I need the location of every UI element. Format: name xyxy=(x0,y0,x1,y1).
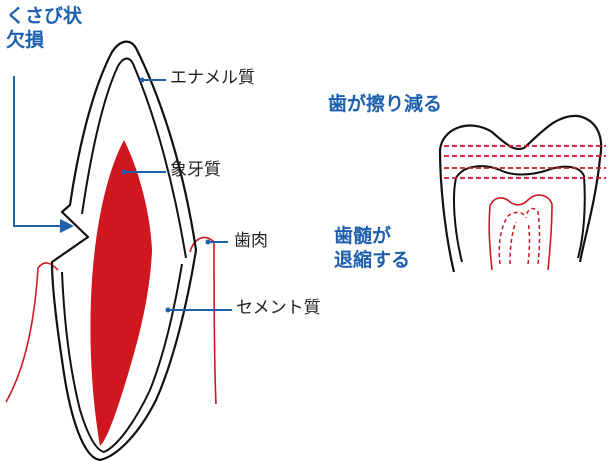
enamel-leader-dot xyxy=(140,78,145,83)
cementum-leader-dot xyxy=(166,308,171,313)
wedge-defect-title-line1: くさび状 xyxy=(6,4,82,28)
molar-pulp-receded-left xyxy=(499,212,526,264)
molar-inner-contour xyxy=(454,166,585,262)
tooth-cross-section xyxy=(6,42,232,460)
molar-pulp-receded-mid xyxy=(510,222,516,264)
molar-pulp-receded-right xyxy=(526,209,540,264)
pulp xyxy=(90,140,152,446)
enamel-label: エナメル質 xyxy=(170,68,255,88)
wedge-defect-arrow xyxy=(14,76,62,226)
molar-outer-contour xyxy=(440,116,601,272)
wedge-defect-title: くさび状 欠損 xyxy=(6,4,82,52)
pulp-recession-title-line2: 退縮する xyxy=(334,248,410,272)
wear-title: 歯が擦り減る xyxy=(328,92,442,116)
molar-pulp-outline xyxy=(489,195,552,270)
gingiva-leader-dot xyxy=(206,240,211,245)
wedge-defect-title-line2: 欠損 xyxy=(6,28,82,52)
cementum-label: セメント質 xyxy=(236,298,321,318)
molar-pulp-receded-right2 xyxy=(528,222,530,264)
gingiva-left xyxy=(6,263,58,402)
dentin-label: 象牙質 xyxy=(170,160,221,180)
worn-molar xyxy=(440,116,606,272)
pulp-recession-title-line1: 歯髄が xyxy=(334,224,410,248)
pulp-recession-title: 歯髄が 退縮する xyxy=(334,224,410,272)
dentin-leader-dot xyxy=(122,170,127,175)
gingiva-label: 歯肉 xyxy=(234,231,268,251)
